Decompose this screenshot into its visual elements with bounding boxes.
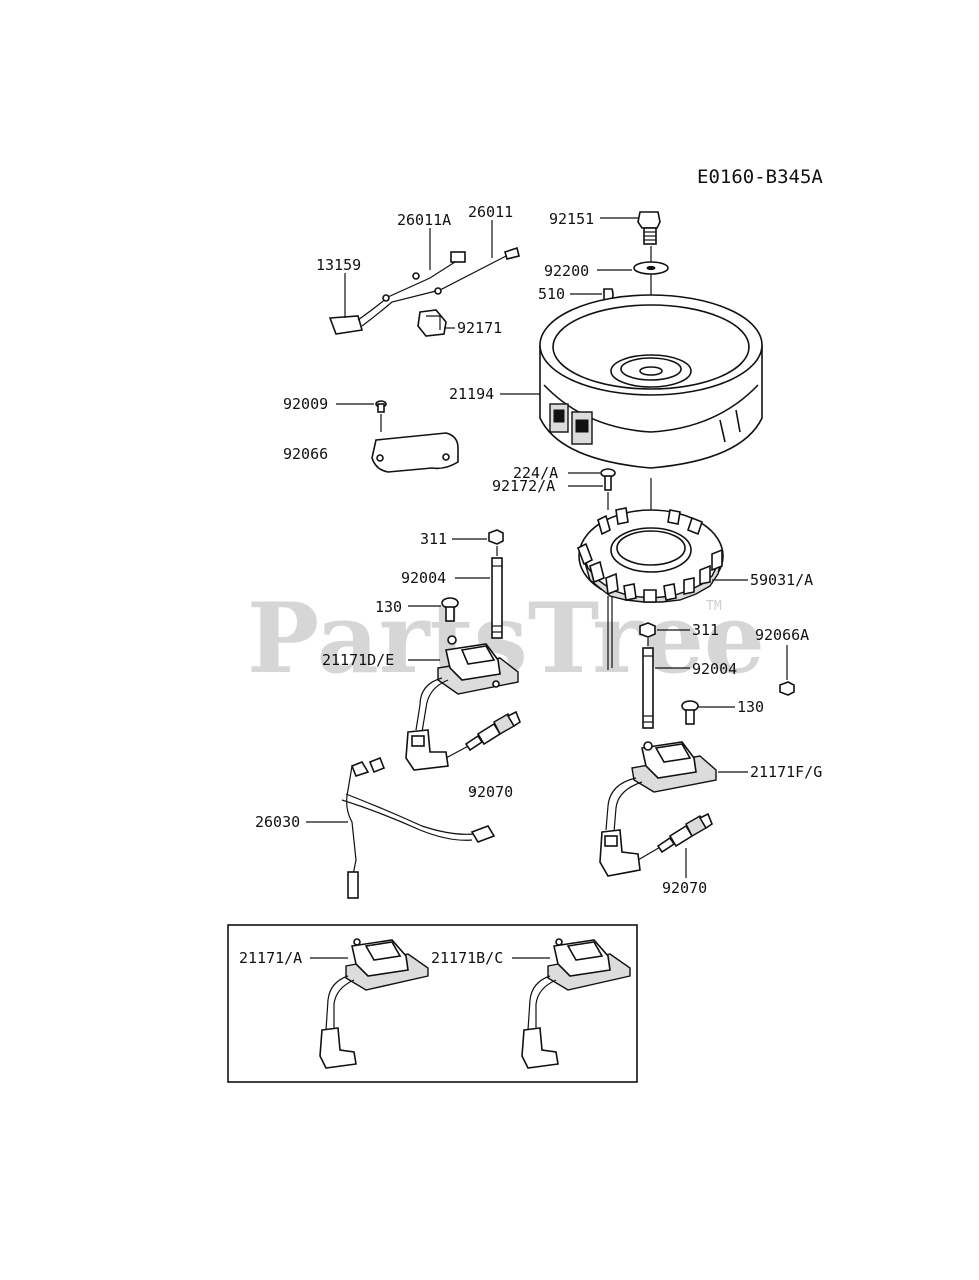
callout-13159: 13159: [316, 256, 361, 274]
washer-92200[interactable]: [633, 261, 669, 275]
callout-26011a: 26011A: [397, 211, 451, 229]
callout-21171a: 21171/A: [239, 949, 302, 967]
stud-92004-left[interactable]: [491, 557, 503, 639]
callout-92066a: 92066A: [755, 626, 809, 644]
callout-311-left: 311: [420, 530, 447, 548]
callout-224a: 224/A: [513, 464, 558, 482]
screw-92172a[interactable]: [600, 468, 616, 491]
ignition-coil-21171fg[interactable]: [605, 741, 717, 833]
callout-92004-right: 92004: [692, 660, 737, 678]
callout-59031a: 59031/A: [750, 571, 813, 589]
lead-wire-26030[interactable]: [341, 756, 496, 899]
callout-26011: 26011: [468, 203, 513, 221]
callout-510: 510: [538, 285, 565, 303]
stud-92004-right[interactable]: [642, 647, 654, 729]
flywheel-21194[interactable]: [539, 294, 763, 469]
nut-311-left[interactable]: [488, 529, 504, 545]
callout-92070-left: 92070: [468, 783, 513, 801]
callout-21171bc: 21171B/C: [431, 949, 503, 967]
diagram-code: E0160-B345A: [697, 166, 823, 188]
callout-92070-right: 92070: [662, 879, 707, 897]
callout-92004-left: 92004: [401, 569, 446, 587]
bolt-92151[interactable]: [637, 211, 661, 245]
callout-92066: 92066: [283, 445, 328, 463]
callout-92009: 92009: [283, 395, 328, 413]
ignition-coil-21171a[interactable]: [319, 938, 429, 1069]
clamp-92171[interactable]: [417, 309, 447, 337]
plate-92066[interactable]: [371, 432, 459, 473]
callout-92151: 92151: [549, 210, 594, 228]
stator-59031a[interactable]: [576, 507, 724, 670]
nut-92066a[interactable]: [779, 681, 795, 696]
nut-311-right[interactable]: [639, 622, 656, 638]
bolt-92009[interactable]: [375, 400, 387, 413]
bolt-130-left[interactable]: [441, 597, 459, 622]
callout-130-left: 130: [375, 598, 402, 616]
trademark: TM: [706, 599, 722, 614]
callout-92171: 92171: [457, 319, 502, 337]
callout-92172a: 92172/A: [492, 477, 555, 495]
callout-130-right: 130: [737, 698, 764, 716]
ignition-coil-21171bc[interactable]: [521, 938, 631, 1069]
callout-26030: 26030: [255, 813, 300, 831]
callout-21171de: 21171D/E: [322, 651, 394, 669]
ignition-coil-21171de[interactable]: [415, 635, 519, 733]
callout-21194: 21194: [449, 385, 494, 403]
wire-harness-26011[interactable]: [328, 246, 520, 335]
spark-plug-92070-right[interactable]: [656, 812, 713, 854]
variant-inset-box: [227, 924, 638, 1083]
callout-21171fg: 21171F/G: [750, 763, 822, 781]
plug-cap-right[interactable]: [599, 829, 641, 877]
plug-cap-left[interactable]: [405, 729, 449, 771]
callout-311-right: 311: [692, 621, 719, 639]
callout-92200: 92200: [544, 262, 589, 280]
spark-plug-92070-left[interactable]: [464, 710, 521, 752]
bolt-130-right[interactable]: [681, 700, 699, 725]
